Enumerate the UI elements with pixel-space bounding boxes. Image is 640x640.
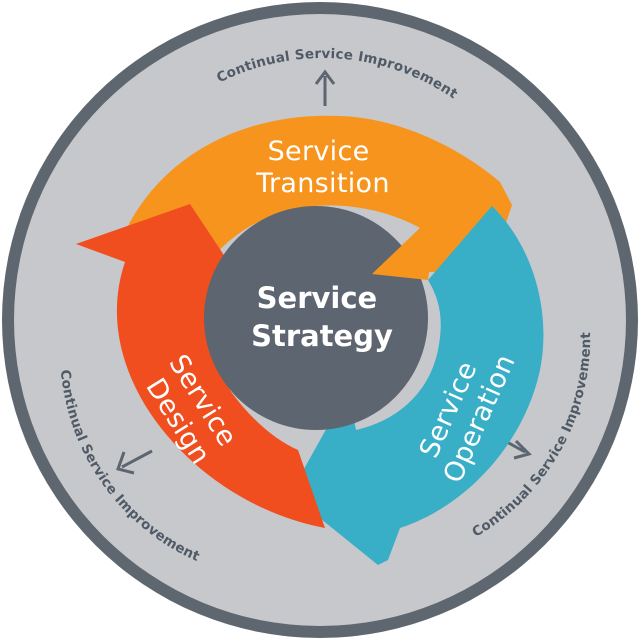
strategy-core-notch [372,228,432,280]
improvement-arrow-top [314,69,336,106]
service-design-arrow [76,204,325,528]
transition-label: Service Transition [255,136,390,199]
improvement-arrow-left [116,449,153,475]
strategy-label: Service Strategy [251,281,393,353]
service-operation-arrow [290,206,544,565]
strategy-core [204,206,428,430]
